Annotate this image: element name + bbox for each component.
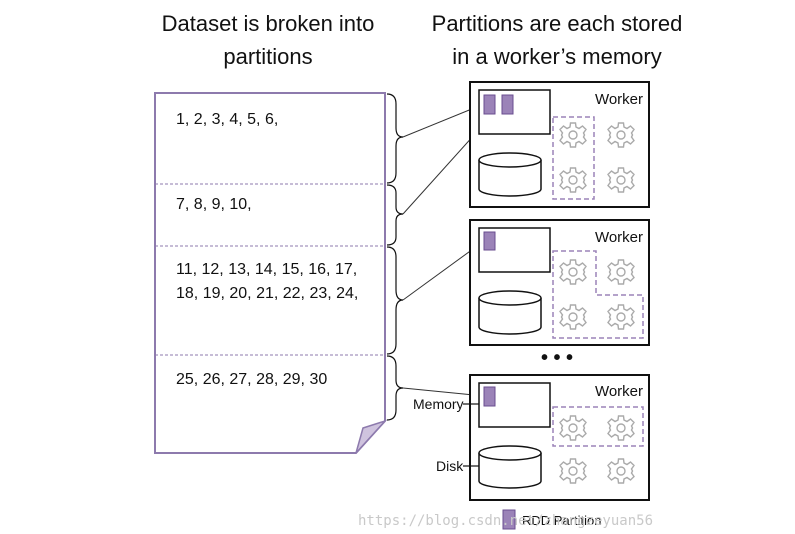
- worker-label: Worker: [595, 383, 643, 400]
- rdd-partition-block: [483, 231, 496, 251]
- worker-node-1: Worker: [469, 81, 650, 208]
- worker-label: Worker: [595, 91, 643, 108]
- disk-cylinder-icon: [478, 290, 542, 335]
- executor-region: [552, 116, 595, 200]
- disk-cylinder-icon: [478, 445, 542, 489]
- worker-node-3: Worker: [469, 374, 650, 501]
- watermark: https://blog.csdn.net/zhangzeyuan56: [358, 513, 653, 529]
- partition-braces: [386, 93, 404, 421]
- rdd-partition-block: [501, 94, 514, 115]
- partition-3-values-line1: 11, 12, 13, 14, 15, 16, 17,: [176, 261, 357, 278]
- right-title-line1: Partitions are each stored: [432, 11, 683, 36]
- legend-label: RDD Partition: [522, 513, 601, 528]
- executor-region: [552, 406, 644, 447]
- partition-2-values: 7, 8, 9, 10,: [176, 196, 252, 213]
- left-title-line1: Dataset is broken into: [162, 11, 375, 36]
- more-workers-ellipsis: • • •: [541, 347, 573, 369]
- executor-region: [552, 250, 644, 339]
- right-title-line2: in a worker’s memory: [452, 44, 661, 69]
- partition-3-values-line2: 18, 19, 20, 21, 22, 23, 24,: [176, 285, 358, 302]
- rdd-partition-block: [483, 94, 496, 115]
- dataset-page-fold: [355, 419, 388, 454]
- memory-callout-label: Memory: [413, 396, 464, 412]
- worker-label: Worker: [595, 229, 643, 246]
- disk-callout-label: Disk: [436, 458, 464, 474]
- partition-4-values: 25, 26, 27, 28, 29, 30: [176, 371, 327, 388]
- left-title-line2: partitions: [223, 44, 312, 69]
- legend-swatch: [502, 509, 516, 530]
- worker-node-2: Worker: [469, 219, 650, 346]
- partition-1-values: 1, 2, 3, 4, 5, 6,: [176, 111, 278, 128]
- disk-cylinder-icon: [478, 152, 542, 197]
- rdd-partition-block: [483, 386, 496, 407]
